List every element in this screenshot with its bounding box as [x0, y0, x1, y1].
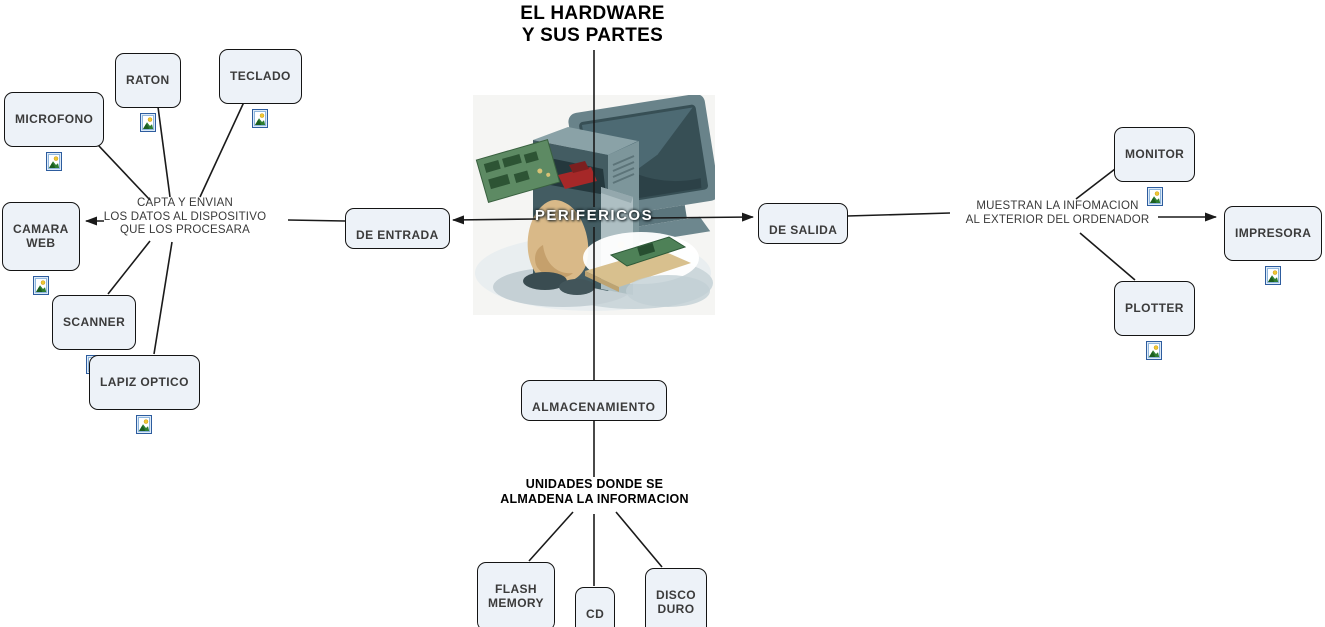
arrow-to-teclado — [199, 88, 251, 198]
node-label: TECLADO — [230, 69, 291, 83]
image-resource-icon[interactable] — [136, 401, 153, 434]
node-label: DISCO DURO — [656, 588, 697, 616]
node-monitor[interactable]: MONITOR — [1114, 127, 1196, 206]
node-lapiz-optico[interactable]: LAPIZ OPTICO — [89, 355, 200, 434]
node-label: LAPIZ OPTICO — [100, 375, 189, 389]
image-resource-icon[interactable] — [1265, 252, 1282, 285]
node-label: RATON — [126, 73, 170, 87]
node-label: FLASH MEMORY — [488, 582, 544, 610]
node-de-entrada[interactable]: DE ENTRADA — [345, 208, 450, 249]
node-plotter[interactable]: PLOTTER — [1114, 281, 1195, 360]
node-almacenamiento[interactable]: ALMACENAMIENTO — [521, 380, 667, 421]
node-label: DE ENTRADA — [356, 228, 439, 242]
node-impresora[interactable]: IMPRESORA — [1224, 206, 1323, 285]
linking-phrase-almacenamiento: UNIDADES DONDE SE ALMADENA LA INFORMACIO… — [500, 477, 689, 506]
node-microfono[interactable]: MICROFONO — [4, 92, 105, 171]
image-resource-icon[interactable] — [1146, 173, 1163, 206]
node-teclado[interactable]: TECLADO — [219, 49, 302, 128]
line-de-salida-phrase — [846, 212, 951, 217]
node-label: CD — [586, 607, 605, 621]
line-to-flash-memory — [528, 511, 574, 562]
node-perifericos-label[interactable]: PERIFERICOS — [534, 207, 654, 224]
line-de-entrada-phrase — [287, 219, 346, 222]
image-resource-icon[interactable] — [508, 622, 524, 627]
node-camara-web[interactable]: CAMARA WEB — [2, 202, 80, 295]
node-label: PLOTTER — [1125, 301, 1184, 315]
line-to-scanner — [107, 240, 151, 295]
node-label: SCANNER — [63, 315, 126, 329]
node-label: CAMARA WEB — [13, 222, 69, 250]
node-scanner[interactable]: SCANNER — [52, 295, 137, 374]
image-resource-icon[interactable] — [46, 138, 63, 171]
linking-phrase-salida: MUESTRAN LA INFOMACION AL EXTERIOR DEL O… — [965, 200, 1150, 226]
computer-peripherals-photo — [473, 95, 715, 315]
line-to-disco-duro — [615, 511, 663, 568]
image-resource-icon[interactable] — [1146, 327, 1163, 360]
linking-phrase-entrada: CAPTA Y ENVIAN LOS DATOS AL DISPOSITIVO … — [103, 197, 267, 236]
line-to-lapiz-optico — [153, 241, 173, 355]
node-cd[interactable]: CD — [575, 587, 616, 627]
node-label: IMPRESORA — [1235, 226, 1312, 240]
node-label: MICROFONO — [15, 112, 94, 126]
node-flash-memory[interactable]: FLASH MEMORY — [477, 562, 555, 627]
image-resource-icon[interactable] — [139, 99, 156, 132]
node-disco-duro[interactable]: DISCO DURO — [645, 568, 708, 627]
node-raton[interactable]: RATON — [115, 53, 181, 132]
image-resource-icon[interactable] — [252, 95, 269, 128]
line-to-plotter — [1079, 232, 1136, 281]
node-label: MONITOR — [1125, 147, 1185, 161]
node-label: DE SALIDA — [769, 223, 838, 237]
node-label: ALMACENAMIENTO — [532, 400, 656, 414]
image-resource-icon[interactable] — [32, 262, 49, 295]
node-de-salida[interactable]: DE SALIDA — [758, 203, 849, 244]
map-title: EL HARDWARE Y SUS PARTES — [520, 3, 665, 46]
